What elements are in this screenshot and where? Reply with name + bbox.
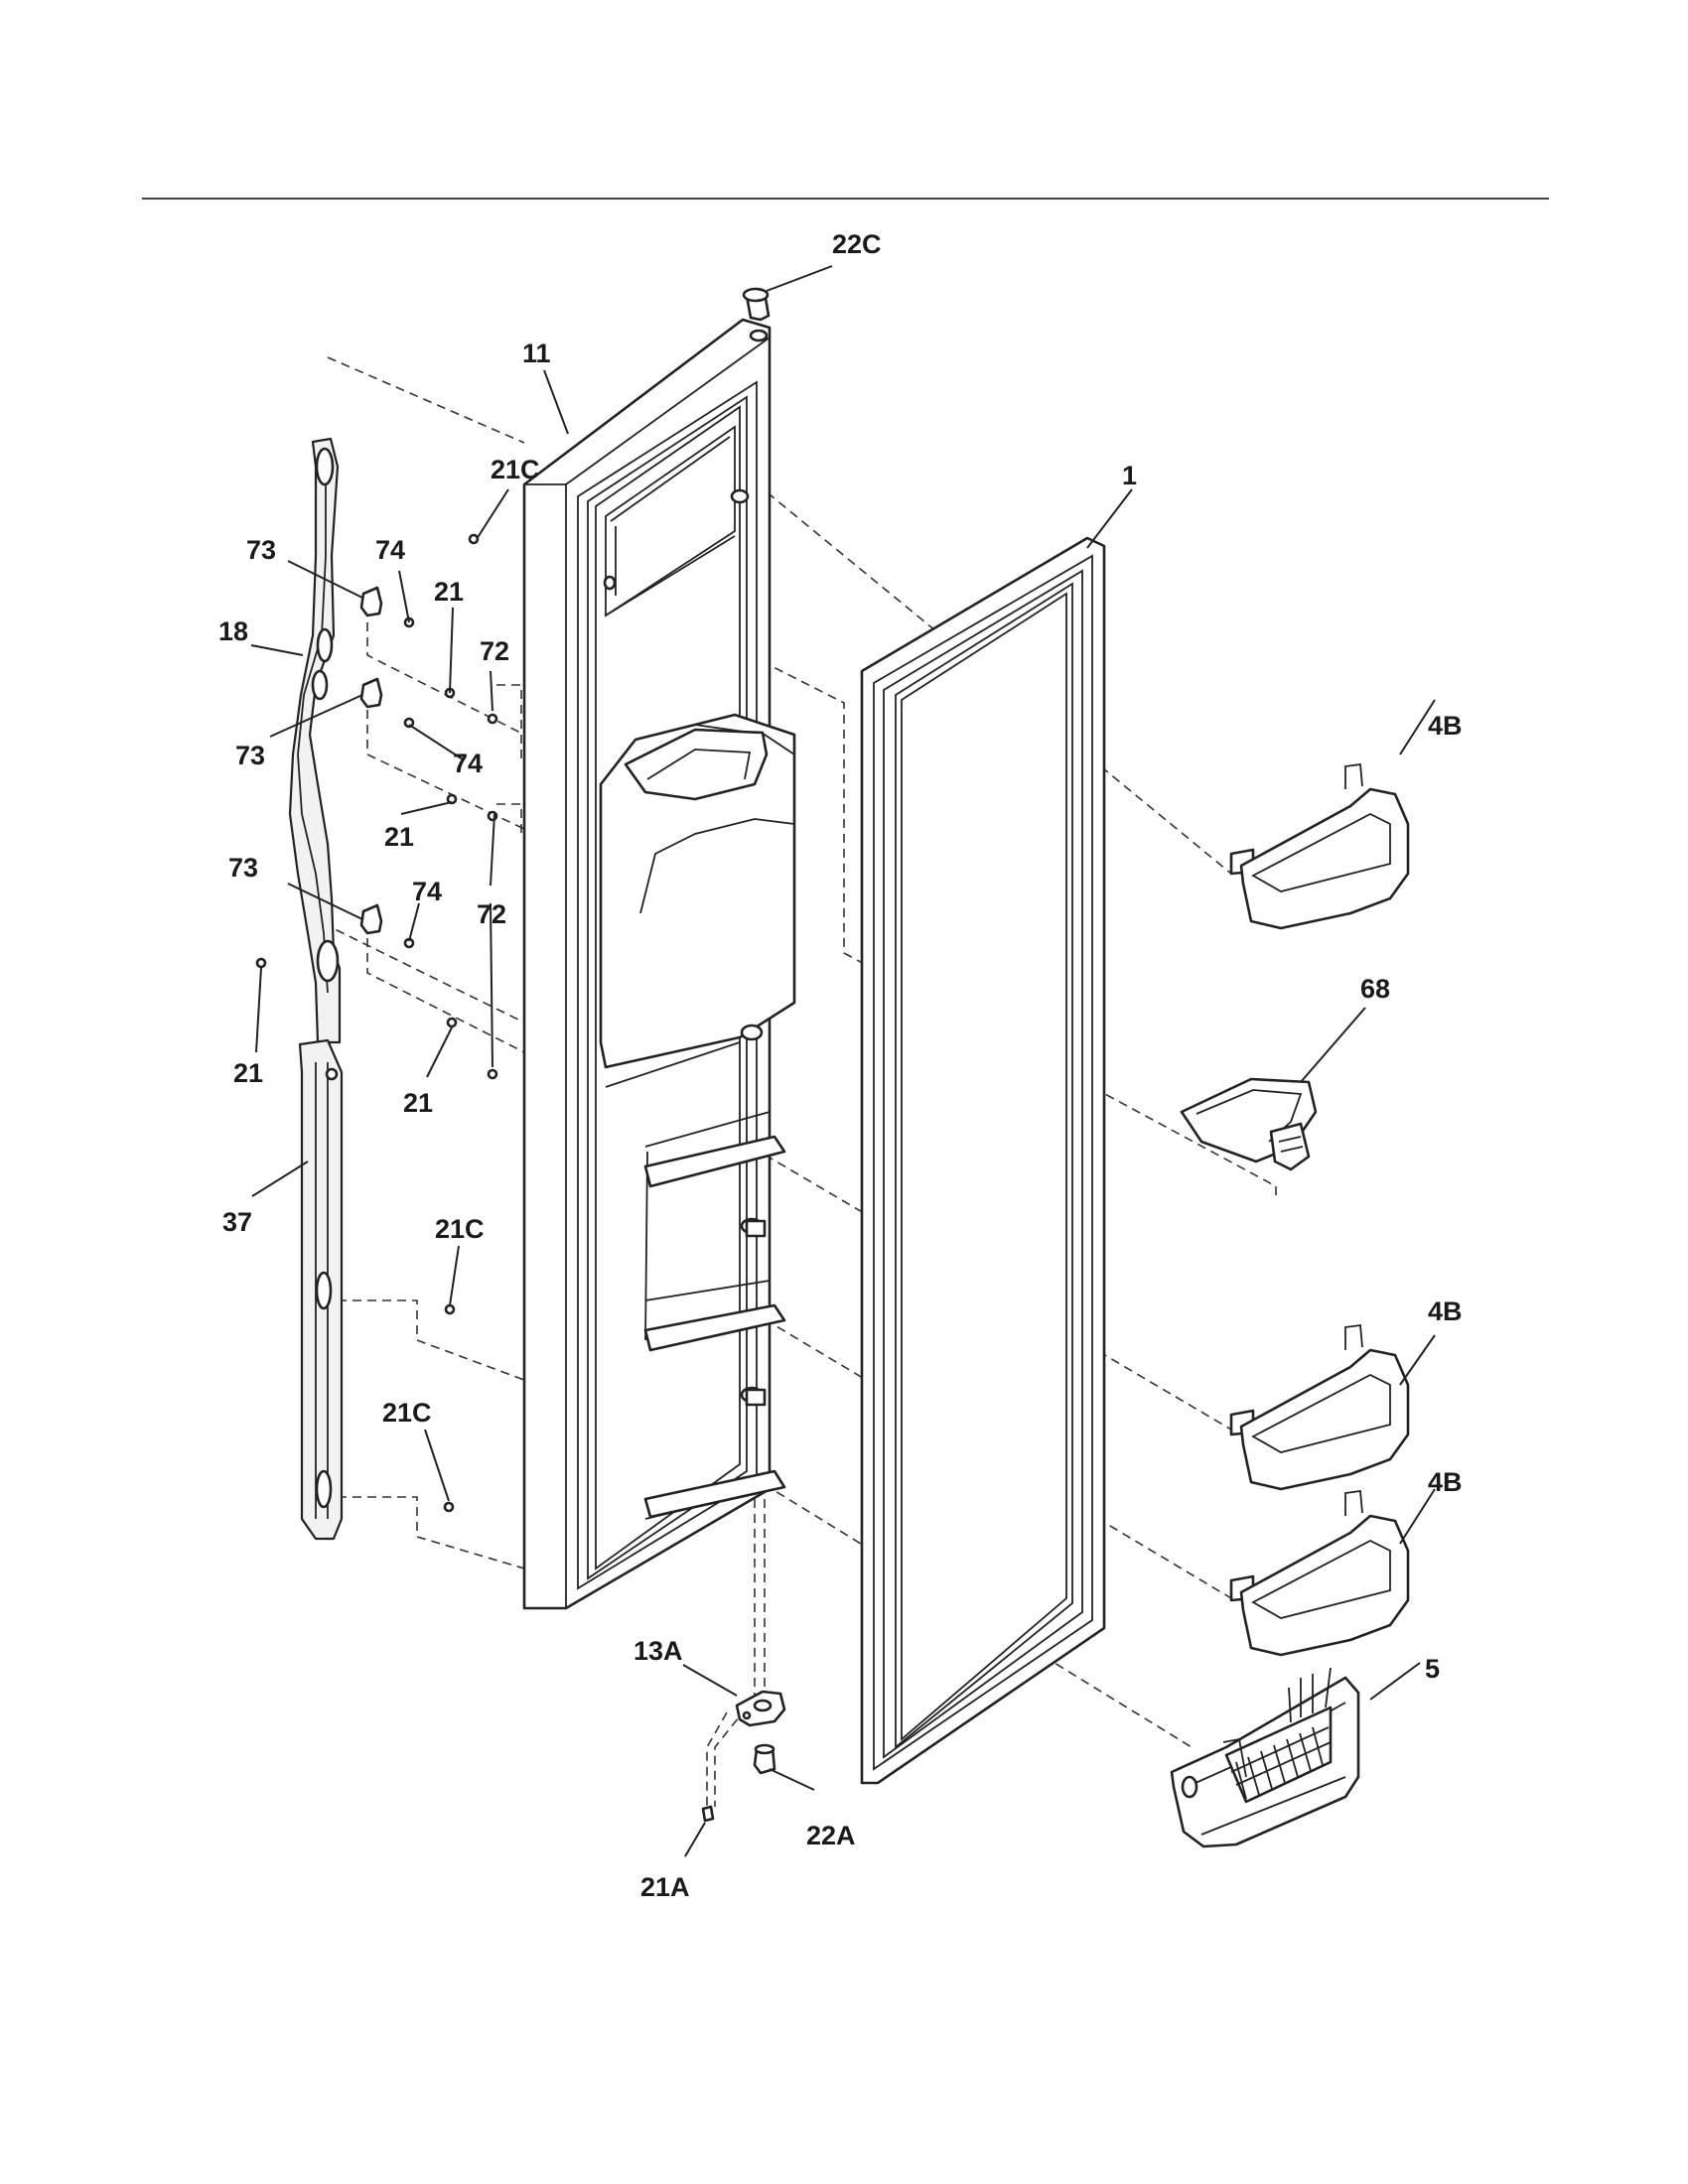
- callout-1: 1: [1122, 461, 1137, 490]
- callout-73-b: 73: [235, 741, 265, 770]
- door-gasket: [860, 536, 1106, 1785]
- callout-72-b: 72: [477, 899, 506, 929]
- bottom-hinge: [735, 1690, 786, 1727]
- callout-21-c: 21: [233, 1058, 263, 1088]
- handle-brackets: [359, 586, 383, 935]
- callout-74-a: 74: [375, 535, 405, 565]
- handle-lower: [298, 1038, 344, 1541]
- door-bin-middle: [1229, 1323, 1410, 1491]
- handle-upper: [288, 437, 342, 1044]
- callout-68: 68: [1360, 974, 1390, 1004]
- door-bin-lower: [1229, 1489, 1410, 1657]
- callout-21-b: 21: [384, 822, 414, 852]
- callout-73-a: 73: [246, 535, 276, 565]
- callout-18: 18: [218, 616, 248, 646]
- door-bin-top: [1229, 762, 1410, 930]
- assembly-lines: [322, 356, 1277, 1817]
- callout-4B-b: 4B: [1428, 1297, 1463, 1326]
- callout-13A: 13A: [633, 1636, 683, 1666]
- callout-37: 37: [222, 1207, 252, 1237]
- callout-5: 5: [1425, 1654, 1440, 1684]
- callout-21-a: 21: [434, 577, 464, 607]
- callout-73-c: 73: [228, 853, 258, 883]
- callout-21C-top: 21C: [491, 455, 540, 484]
- leader-lines: [250, 265, 1436, 1857]
- callout-4B-c: 4B: [1428, 1467, 1463, 1497]
- dispenser-cup: [1180, 1077, 1318, 1171]
- callout-74-b: 74: [453, 749, 483, 778]
- callout-74-c: 74: [412, 877, 442, 906]
- callout-22C: 22C: [832, 229, 882, 259]
- callout-21C-low: 21C: [382, 1398, 432, 1428]
- door-liner: [522, 318, 796, 1610]
- callout-4B-a: 4B: [1428, 711, 1463, 741]
- wire-basket-bin: [1170, 1667, 1360, 1848]
- callout-21A: 21A: [640, 1872, 690, 1902]
- callout-72-a: 72: [480, 636, 509, 666]
- top-hinge-bushing: [742, 287, 771, 322]
- callout-11: 11: [522, 339, 551, 368]
- callout-labels: 22C 11 21C 1 73 74 21 18 72 73 74 21 73 …: [218, 229, 1463, 1902]
- hinge-bushing: [753, 1743, 776, 1775]
- callout-21C-mid: 21C: [435, 1214, 485, 1244]
- hinge-screw: [701, 1805, 715, 1823]
- callout-21-d: 21: [403, 1088, 433, 1118]
- callout-22A: 22A: [806, 1821, 856, 1850]
